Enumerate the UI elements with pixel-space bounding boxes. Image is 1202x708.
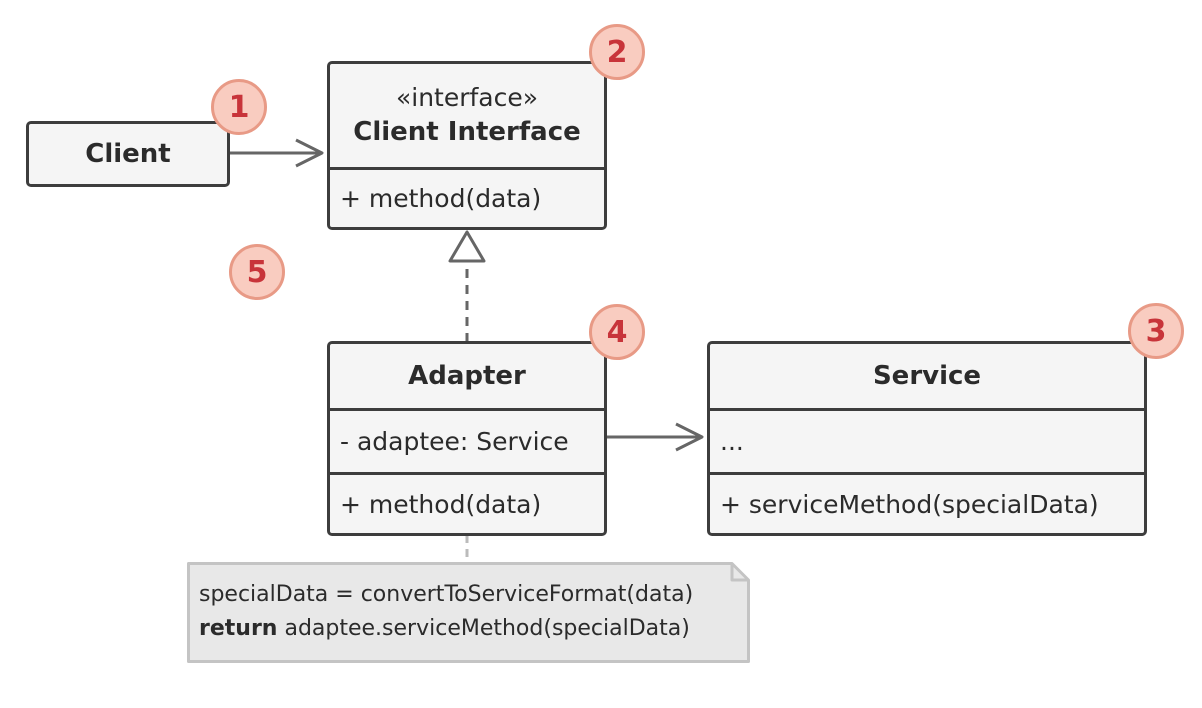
service-header: Service [710,344,1144,408]
code-note: specialData = convertToServiceFormat(dat… [187,562,750,663]
client-interface-name: Client Interface [353,116,581,147]
badge-3: 3 [1128,303,1184,359]
client-interface-header: «interface» Client Interface [330,64,604,167]
service-method: + serviceMethod(specialData) [720,489,1099,519]
adapter-fields: - adaptee: Service [330,408,604,472]
badge-1: 1 [211,79,267,135]
client-class-name: Client [85,139,171,169]
badge-4: 4 [589,304,645,360]
service-methods: + serviceMethod(specialData) [710,472,1144,533]
service-name: Service [872,361,982,391]
note-return-keyword: return [199,616,278,641]
adapter-method: + method(data) [340,489,542,519]
client-association-arrowhead [295,138,324,168]
note-shape [187,562,750,663]
adapter-header: Adapter [330,344,604,408]
service-fields: ... [710,408,1144,472]
client-class: Client [26,121,230,187]
client-interface-stereotype: «interface» [395,82,539,112]
service-field: ... [720,427,744,456]
note-return-expression: adaptee.serviceMethod(specialData) [277,616,690,641]
badge-5: 5 [229,244,285,300]
note-line-1: specialData = convertToServiceFormat(dat… [199,582,694,607]
adapter-name: Adapter [408,361,526,391]
realization-triangle [448,230,486,263]
adapter-field: - adaptee: Service [340,427,569,456]
adapter-class: Adapter - adaptee: Service + method(data… [327,341,607,536]
adapter-methods: + method(data) [330,472,604,533]
badge-2: 2 [589,24,645,80]
note-text: specialData = convertToServiceFormat(dat… [199,578,693,646]
client-interface-method: + method(data) [340,184,542,213]
adaptee-association-arrowhead [675,422,704,452]
service-class: Service ... + serviceMethod(specialData) [707,341,1147,536]
client-interface-class: «interface» Client Interface + method(da… [327,61,607,230]
note-line-2: return adaptee.serviceMethod(specialData… [199,612,693,646]
client-interface-methods: + method(data) [330,167,604,227]
